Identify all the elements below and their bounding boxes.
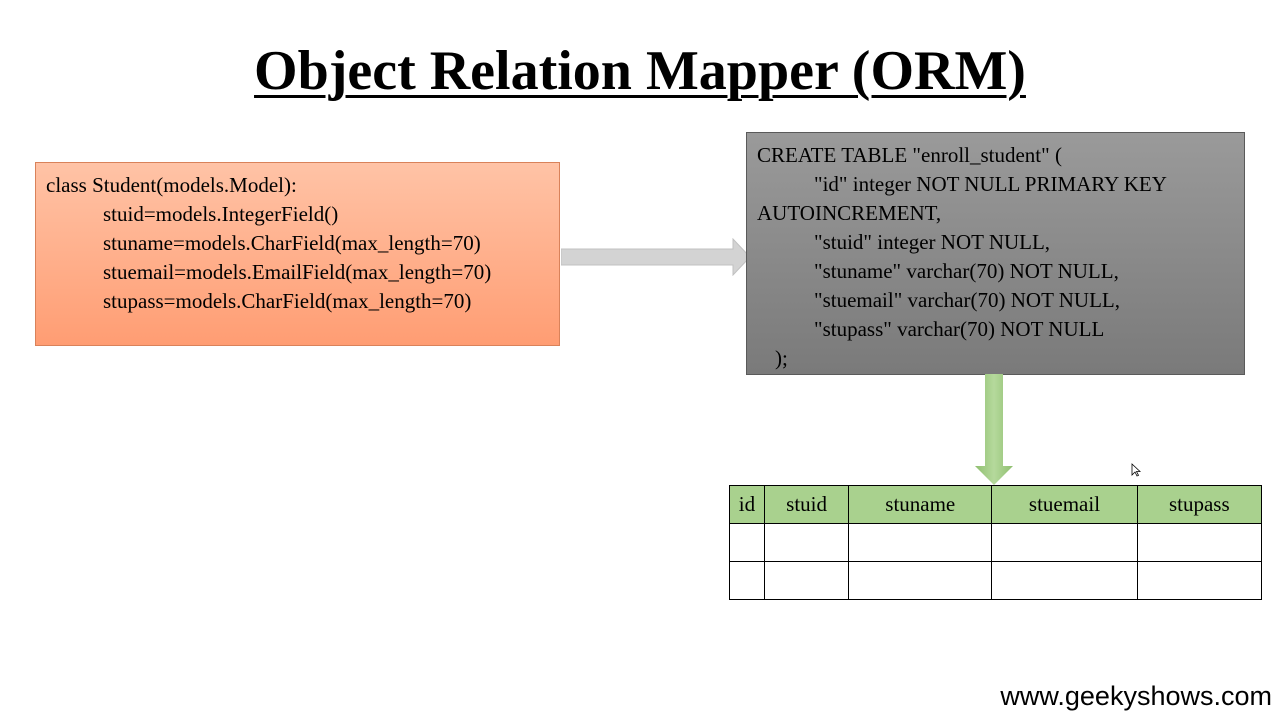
sql-line: AUTOINCREMENT, [757, 201, 942, 225]
website-url-footer: www.geekyshows.com [1000, 681, 1272, 711]
sql-line: "id" integer NOT NULL PRIMARY KEY [814, 172, 1167, 196]
table-cell [763, 523, 850, 562]
table-row [729, 523, 1263, 562]
django-model-code-box: class Student(models.Model): stuid=model… [35, 162, 560, 346]
sql-line: CREATE TABLE "enroll_student" ( [757, 143, 1062, 167]
mouse-cursor-icon [1131, 463, 1141, 477]
column-header-stupass: stupass [1136, 485, 1263, 524]
column-header-id: id [729, 485, 765, 524]
table-cell [991, 523, 1138, 562]
table-row [729, 561, 1263, 600]
table-cell [729, 561, 765, 600]
table-cell [1136, 523, 1263, 562]
sql-line: "stupass" varchar(70) NOT NULL [814, 317, 1105, 341]
table-header-row: id stuid stuname stuemail stupass [729, 485, 1263, 524]
sql-line: ); [775, 346, 788, 370]
arrow-right-shape [561, 238, 751, 276]
table-cell [763, 561, 850, 600]
column-header-stuid: stuid [763, 485, 850, 524]
model-class-header: class Student(models.Model): [46, 173, 297, 197]
student-db-table: id stuid stuname stuemail stupass [729, 485, 1263, 600]
table-cell [729, 523, 765, 562]
column-header-stuname: stuname [848, 485, 993, 524]
model-field-line: stupass=models.CharField(max_length=70) [103, 289, 472, 313]
table-cell [991, 561, 1138, 600]
table-cell [1136, 561, 1263, 600]
sql-line: "stuname" varchar(70) NOT NULL, [814, 259, 1119, 283]
page-title-text: Object Relation Mapper (ORM) [254, 40, 1026, 102]
table-cell [848, 523, 993, 562]
arrow-down-shape [975, 374, 1013, 485]
table-cell [848, 561, 993, 600]
sql-line: "stuid" integer NOT NULL, [814, 230, 1051, 254]
column-header-stuemail: stuemail [991, 485, 1138, 524]
model-field-line: stuemail=models.EmailField(max_length=70… [103, 260, 492, 284]
page-title: Object Relation Mapper (ORM) [0, 36, 1280, 106]
arrow-right-icon [561, 238, 751, 276]
model-field-line: stuid=models.IntegerField() [103, 202, 339, 226]
arrow-down-icon [975, 374, 1013, 485]
model-field-line: stuname=models.CharField(max_length=70) [103, 231, 481, 255]
sql-create-table-box: CREATE TABLE "enroll_student" ( "id" int… [746, 132, 1245, 375]
sql-line: "stuemail" varchar(70) NOT NULL, [814, 288, 1120, 312]
